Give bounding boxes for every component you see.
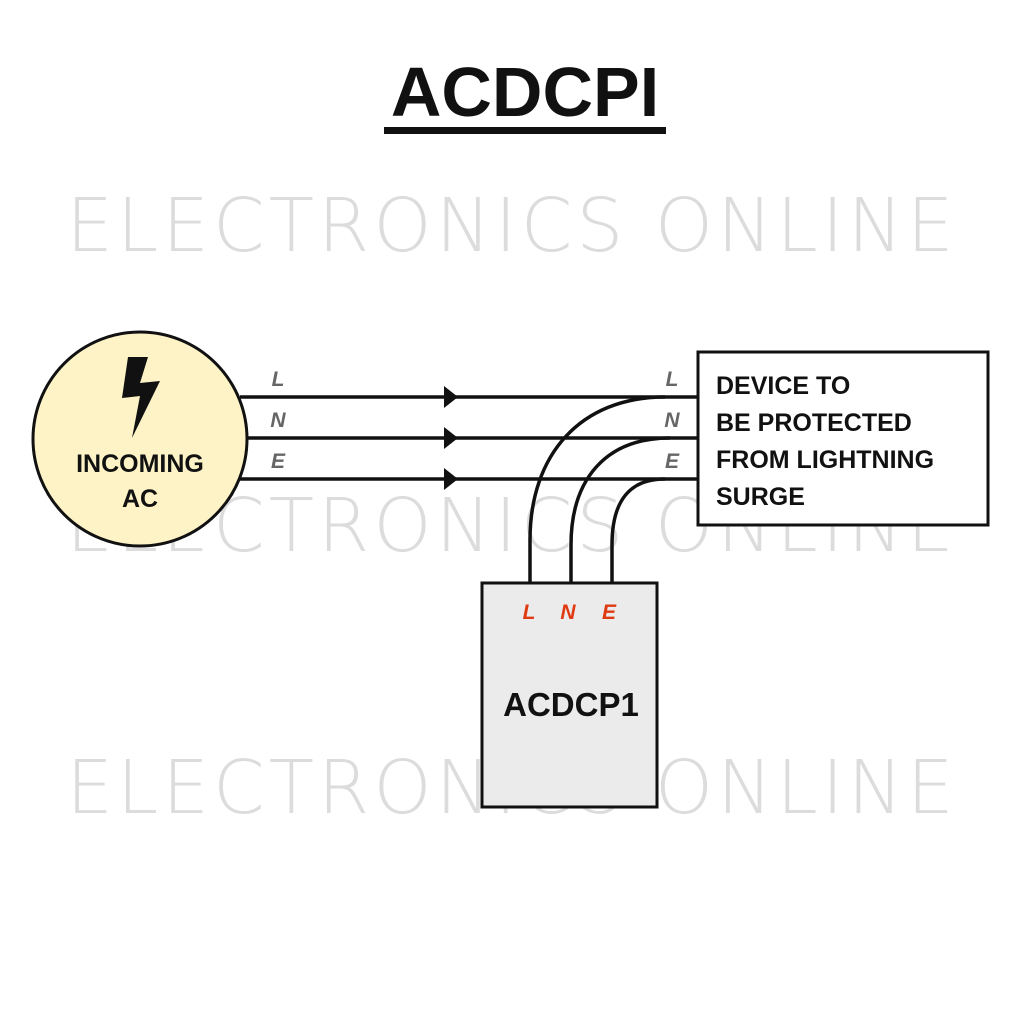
arrows [444,386,458,490]
protector-name: ACDCP1 [503,686,639,723]
wire-label-l: L [666,368,679,391]
device-label: FROM LIGHTNING [716,446,934,474]
title-underline [384,127,666,134]
protected-device-box [696,350,990,527]
branch-wire-n [569,436,671,582]
terminal-label-l: L [523,601,536,624]
wire-label-e: E [665,450,680,473]
lightning-bolt-icon [122,357,160,438]
wire-label-n: N [664,409,680,432]
arrow-icon [444,386,458,408]
arrow-icon [444,468,458,490]
source-label: AC [122,485,158,513]
watermark: ELECTRONICS ONLINE [66,183,958,269]
title: ACDCPI [391,53,659,131]
incoming-ac-source [31,330,249,548]
device-label: SURGE [716,483,805,511]
terminal-label-n: N [560,601,576,624]
wire-label-e: E [271,450,286,473]
acdcp1-protector [480,581,659,809]
wire-label-n: N [270,409,286,432]
branch-wire-e [610,477,666,582]
branch-wire-l [528,395,666,582]
arrow-icon [444,427,458,449]
terminal-label-e: E [602,601,617,624]
device-label: BE PROTECTED [716,409,912,437]
device-label: DEVICE TO [716,372,850,400]
source-label: INCOMING [76,450,204,478]
wire-label-l: L [272,368,285,391]
wires [240,395,698,582]
